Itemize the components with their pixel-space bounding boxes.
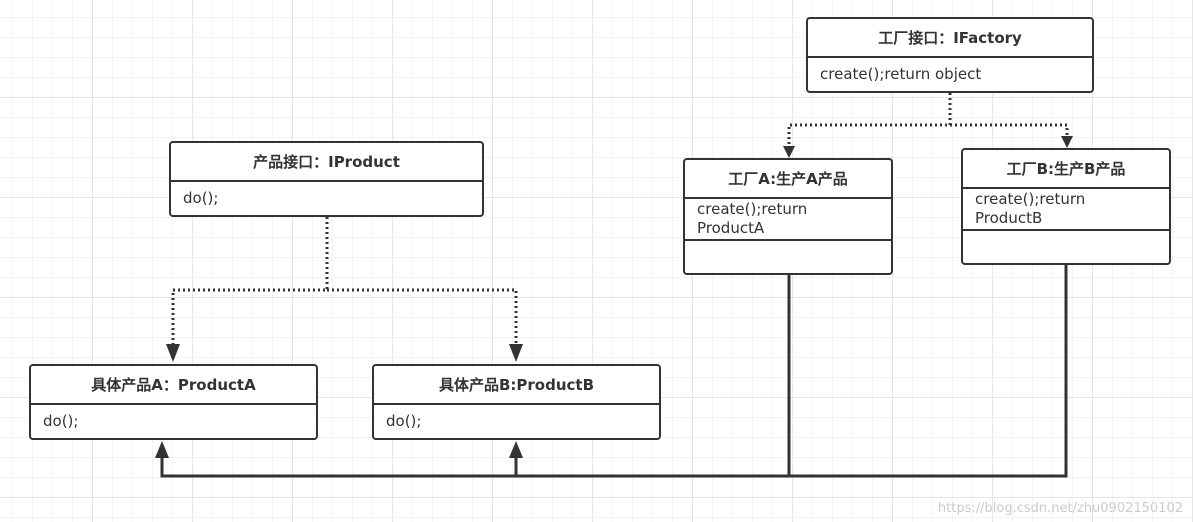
ifactory-title: 工厂接口：IFactory (808, 19, 1092, 58)
factory-b-empty-section (963, 229, 1169, 263)
product-b-class-box[interactable]: 具体产品B:ProductB do(); (372, 364, 661, 440)
factory-a-method-line2: ProductA (697, 219, 765, 237)
creates-connector (160, 265, 1068, 478)
factory-a-empty-section (685, 239, 891, 273)
factory-b-title: 工厂B:生产B产品 (963, 150, 1169, 189)
product-realization-connector (171, 217, 518, 348)
arrow-to-product-b (509, 344, 523, 362)
ifactory-class-box[interactable]: 工厂接口：IFactory create();return object (806, 17, 1094, 93)
watermark: https://blog.csdn.net/zhu0902150102 (937, 501, 1183, 516)
factory-b-method: create();return ProductB (963, 189, 1169, 229)
factory-a-title: 工厂A:生产A产品 (685, 160, 891, 199)
factory-realization-connector (787, 93, 1069, 149)
product-a-title: 具体产品A：ProductA (31, 366, 316, 405)
iproduct-method: do(); (183, 189, 219, 207)
product-a-class-box[interactable]: 具体产品A：ProductA do(); (29, 364, 318, 440)
iproduct-title: 产品接口：IProduct (171, 143, 482, 182)
product-a-method: do(); (43, 412, 79, 430)
factory-a-class-box[interactable]: 工厂A:生产A产品 create();return ProductA (683, 158, 893, 275)
arrow-to-product-b-bottom (509, 441, 523, 458)
arrow-to-product-a-bottom (155, 441, 169, 458)
factory-b-method-line1: create();return (975, 190, 1086, 208)
arrow-to-factory-a (783, 146, 795, 158)
ifactory-method: create();return object (820, 65, 982, 83)
factory-a-method-line1: create();return (697, 200, 808, 218)
factory-b-class-box[interactable]: 工厂B:生产B产品 create();return ProductB (961, 148, 1171, 265)
iproduct-class-box[interactable]: 产品接口：IProduct do(); (169, 141, 484, 217)
arrow-to-product-a (166, 344, 180, 362)
factory-a-method: create();return ProductA (685, 199, 891, 239)
factory-b-method-line2: ProductB (975, 209, 1043, 227)
product-b-title: 具体产品B:ProductB (374, 366, 659, 405)
arrow-to-factory-b (1061, 136, 1073, 148)
product-b-method: do(); (386, 412, 422, 430)
